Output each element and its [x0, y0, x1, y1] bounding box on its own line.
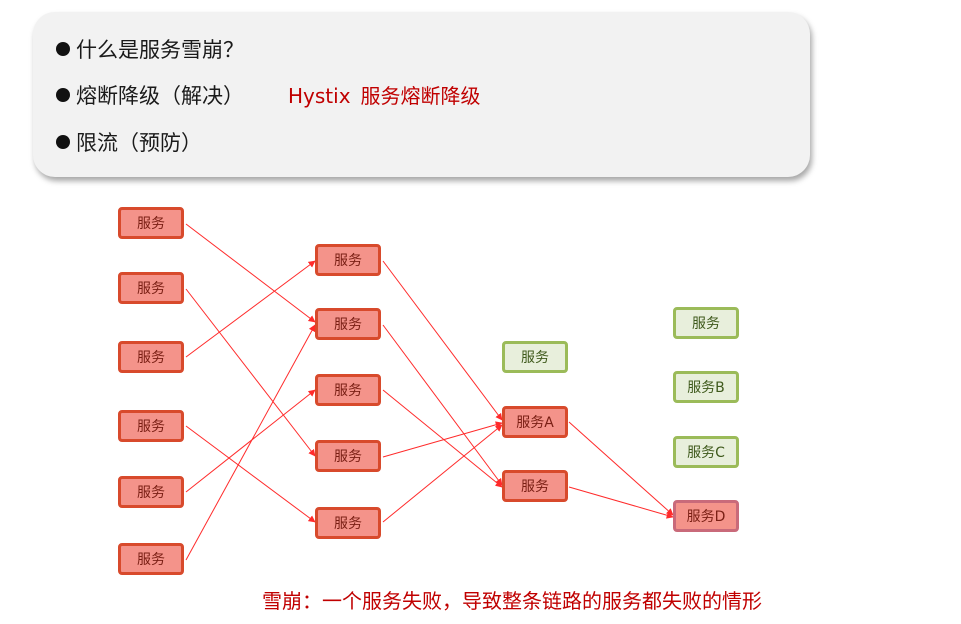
service-node: 服务 [315, 440, 381, 472]
bullet-dot-icon [56, 88, 70, 102]
service-node-d: 服务D [673, 500, 739, 532]
service-node: 服务 [502, 470, 568, 502]
edge [382, 324, 503, 486]
edge [185, 324, 316, 561]
edge [185, 223, 316, 323]
hystix-note: Hystix 服务熔断降级 [288, 80, 491, 109]
service-node: 服务 [118, 272, 184, 304]
edge [568, 486, 674, 519]
bullet-dot-icon [56, 42, 70, 56]
bullet-dot-icon [56, 135, 70, 149]
service-node: 服务 [315, 507, 381, 539]
service-node: 服务 [118, 410, 184, 442]
avalanche-caption: 雪崩：一个服务失败，导致整条链路的服务都失败的情形 [262, 589, 762, 613]
edge [382, 424, 503, 523]
edge [185, 288, 316, 457]
bullet-text: 熔断降级（解决） [76, 84, 244, 108]
edge [382, 389, 503, 488]
service-node: 服务 [502, 341, 568, 373]
bullet-rate-limit: 限流（预防） [56, 127, 202, 157]
edge [185, 260, 316, 358]
edge [382, 421, 503, 458]
service-node: 服务 [118, 543, 184, 575]
hystix-desc: 服务熔断降级 [360, 84, 481, 108]
edge [185, 389, 316, 493]
bullet-circuit-breaker: 熔断降级（解决） [56, 80, 244, 110]
service-node: 服务 [673, 307, 739, 339]
service-node-b: 服务B [673, 371, 739, 403]
edge [568, 421, 674, 516]
service-node: 服务 [315, 374, 381, 406]
bullet-text: 什么是服务雪崩？ [76, 38, 244, 62]
bullet-text: 限流（预防） [76, 131, 202, 155]
service-node-a: 服务A [502, 406, 568, 438]
service-node: 服务 [118, 341, 184, 373]
edge [382, 260, 503, 421]
service-node: 服务 [118, 207, 184, 239]
hystix-name: Hystix [288, 84, 351, 108]
service-node-c: 服务C [673, 436, 739, 468]
info-callout [33, 12, 810, 177]
service-node: 服务 [315, 308, 381, 340]
edge [185, 425, 316, 523]
bullet-what-is-avalanche: 什么是服务雪崩？ [56, 34, 244, 64]
service-node: 服务 [315, 244, 381, 276]
service-node: 服务 [118, 476, 184, 508]
